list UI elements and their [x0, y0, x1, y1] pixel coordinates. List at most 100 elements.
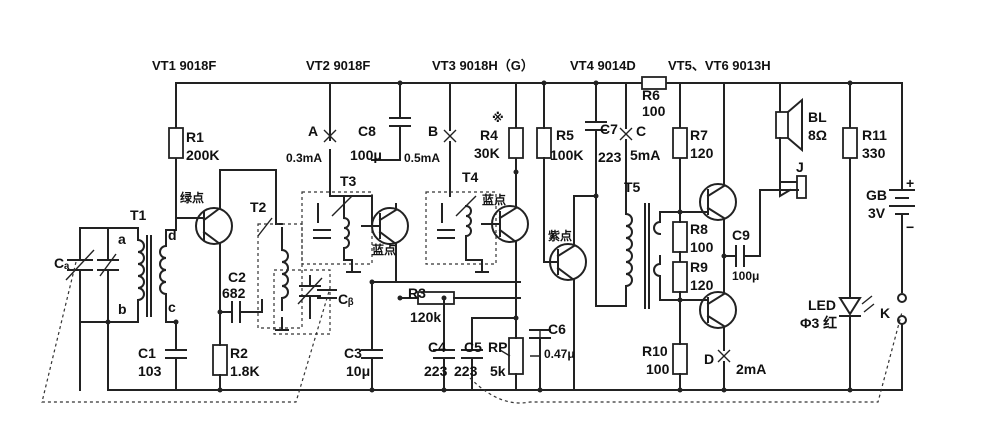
gang-link-dashed [41, 261, 903, 404]
r6-resistor [641, 76, 667, 90]
value-c9: 100μ [732, 269, 759, 283]
speaker-bl [775, 111, 789, 139]
coil-d: d [168, 227, 177, 243]
label-t2: T2 [250, 199, 267, 215]
label-r3: R3 [408, 285, 426, 301]
value-r4: 30K [474, 145, 500, 161]
t1-core [146, 235, 152, 317]
label-ca: Cₐ [54, 255, 70, 271]
note-blue-dot-1: 蓝点 [372, 242, 396, 257]
note-blue-dot-2: 蓝点 [482, 192, 506, 207]
c7-capacitor [585, 82, 607, 197]
title-vt1: VT1 9018F [152, 58, 216, 73]
switch-k-contact-top [897, 293, 907, 303]
title-vt2: VT2 9018F [306, 58, 370, 73]
label-r8: R8 [690, 221, 708, 237]
label-rp: RP [488, 339, 507, 355]
t5-core [644, 203, 650, 309]
label-t5: T5 [624, 179, 641, 195]
r2-resistor [212, 344, 228, 376]
value-r11: 330 [862, 145, 886, 161]
r1-resistor [168, 127, 184, 159]
value-r1: 200K [186, 147, 219, 163]
value-rp: 5k [490, 363, 506, 379]
t3-shield [301, 191, 373, 265]
test-point-a: A [308, 123, 318, 139]
r8-resistor [672, 221, 688, 253]
title-vt56: VT5、VT6 9013H [668, 58, 771, 73]
test-point-b-cross [443, 129, 457, 143]
t2-coil [261, 227, 289, 313]
c9-capacitor [723, 189, 761, 267]
label-r7: R7 [690, 127, 708, 143]
label-bl: BL [808, 109, 827, 125]
c6-capacitor [529, 329, 551, 391]
label-c1: C1 [138, 345, 156, 361]
vt5-transistor [699, 183, 737, 221]
label-cb: Cᵦ [338, 291, 354, 307]
rp-potentiometer [508, 337, 524, 375]
test-point-d-cross [717, 349, 731, 363]
battery-plus: + [906, 175, 914, 191]
cb-trimmer-in-tank [97, 239, 119, 293]
label-c3: C3 [344, 345, 362, 361]
test-point-c: C [636, 123, 646, 139]
label-gb: GB [866, 187, 887, 203]
value-c6: 0.47μ [544, 347, 575, 361]
headphone-jack [796, 175, 807, 199]
label-r5: R5 [556, 127, 574, 143]
value-r3: 120k [410, 309, 441, 325]
r7-resistor [672, 127, 688, 159]
c8-capacitor [371, 82, 411, 161]
led-indicator [838, 297, 862, 391]
t1-primary-coil [137, 227, 145, 323]
label-c2: C2 [228, 269, 246, 285]
t1-secondary-coil [159, 229, 177, 323]
label-k: K [880, 305, 890, 321]
label-c7: C7 [600, 121, 618, 137]
label-r2: R2 [230, 345, 248, 361]
ca-arrow [65, 249, 95, 281]
label-c9: C9 [732, 227, 750, 243]
label-r4: R4 [480, 127, 498, 143]
c1-capacitor [165, 321, 187, 391]
vt2-collector-wire [329, 82, 345, 219]
r5-resistor [536, 127, 552, 159]
r10-resistor [672, 343, 688, 375]
value-r7: 120 [690, 145, 714, 161]
title-vt4: VT4 9014D [570, 58, 636, 73]
test-point-a-current: 0.3mA [286, 151, 322, 165]
value-c1: 103 [138, 363, 162, 379]
label-t3: T3 [340, 173, 357, 189]
label-c8: C8 [358, 123, 376, 139]
value-r6: 100 [642, 103, 666, 119]
ca-capacitor [67, 239, 93, 293]
test-point-b-current: 0.5mA [404, 151, 440, 165]
coil-a: a [118, 231, 126, 247]
switch-k-contact-bottom [897, 315, 907, 325]
t4-shield [425, 191, 497, 265]
c2-capacitor [219, 301, 263, 323]
test-point-b: B [428, 123, 438, 139]
title-vt3: VT3 9018H（G） [432, 58, 534, 73]
coil-c: c [168, 299, 176, 315]
r9-resistor [672, 261, 688, 293]
value-c3: 10μ [346, 363, 370, 379]
label-r9: R9 [690, 259, 708, 275]
battery-gb [889, 189, 915, 215]
label-j: J [796, 159, 804, 175]
junction-dots [105, 80, 853, 393]
r4-resistor [508, 127, 524, 159]
value-c5: 223 [454, 363, 478, 379]
t2-shield [257, 223, 303, 329]
test-point-d-current: 2mA [736, 361, 766, 377]
t5-secondary [653, 211, 662, 301]
test-point-d: D [704, 351, 714, 367]
value-r2: 1.8K [230, 363, 260, 379]
value-c4: 223 [424, 363, 448, 379]
vt6-transistor [699, 291, 737, 329]
value-bl: 8Ω [808, 127, 827, 143]
label-led: LED [808, 297, 836, 313]
vt1-transistor [195, 207, 233, 245]
